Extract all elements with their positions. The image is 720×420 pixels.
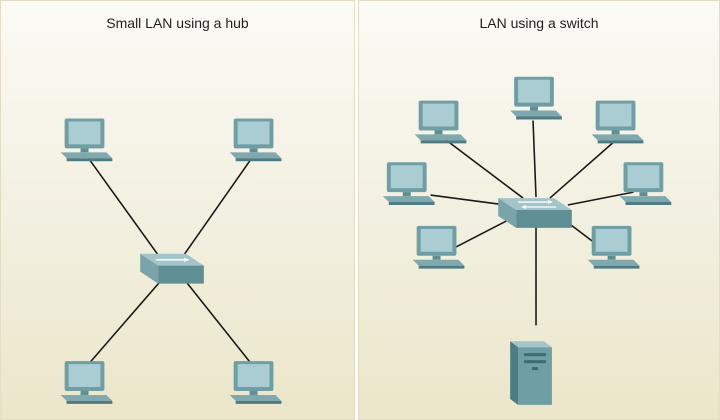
switch-lan-panel: LAN using a switch (358, 0, 720, 420)
computer-icon (414, 100, 467, 144)
computer-icon (229, 361, 282, 404)
hub-lan-title: Small LAN using a hub (106, 15, 249, 31)
switch-link-top (532, 120, 537, 198)
switch-link-left (430, 194, 507, 206)
computer-icon (510, 76, 562, 120)
switch-link-right (567, 191, 634, 206)
switch-lan-topology (382, 76, 672, 405)
computer-icon (619, 162, 672, 206)
switch-link-upper-left (446, 139, 524, 199)
server-icon (510, 341, 552, 405)
hub-link-tl (87, 157, 161, 259)
hub-icon (139, 253, 205, 285)
hub-link-tr (181, 157, 253, 259)
hub-lan-topology (60, 118, 282, 404)
computer-icon (60, 361, 113, 404)
computer-icon (382, 162, 435, 206)
hub-link-br (185, 281, 253, 365)
switch-link-upper-right (549, 139, 617, 199)
switch-icon (497, 197, 573, 229)
hub-link-bl (87, 281, 161, 365)
computer-icon (60, 118, 113, 162)
computer-icon (587, 225, 640, 269)
hub-lan-panel: Small LAN using a hub (0, 0, 355, 420)
computer-icon (229, 118, 282, 162)
computer-icon (591, 100, 644, 144)
switch-lan-title: LAN using a switch (479, 15, 599, 31)
